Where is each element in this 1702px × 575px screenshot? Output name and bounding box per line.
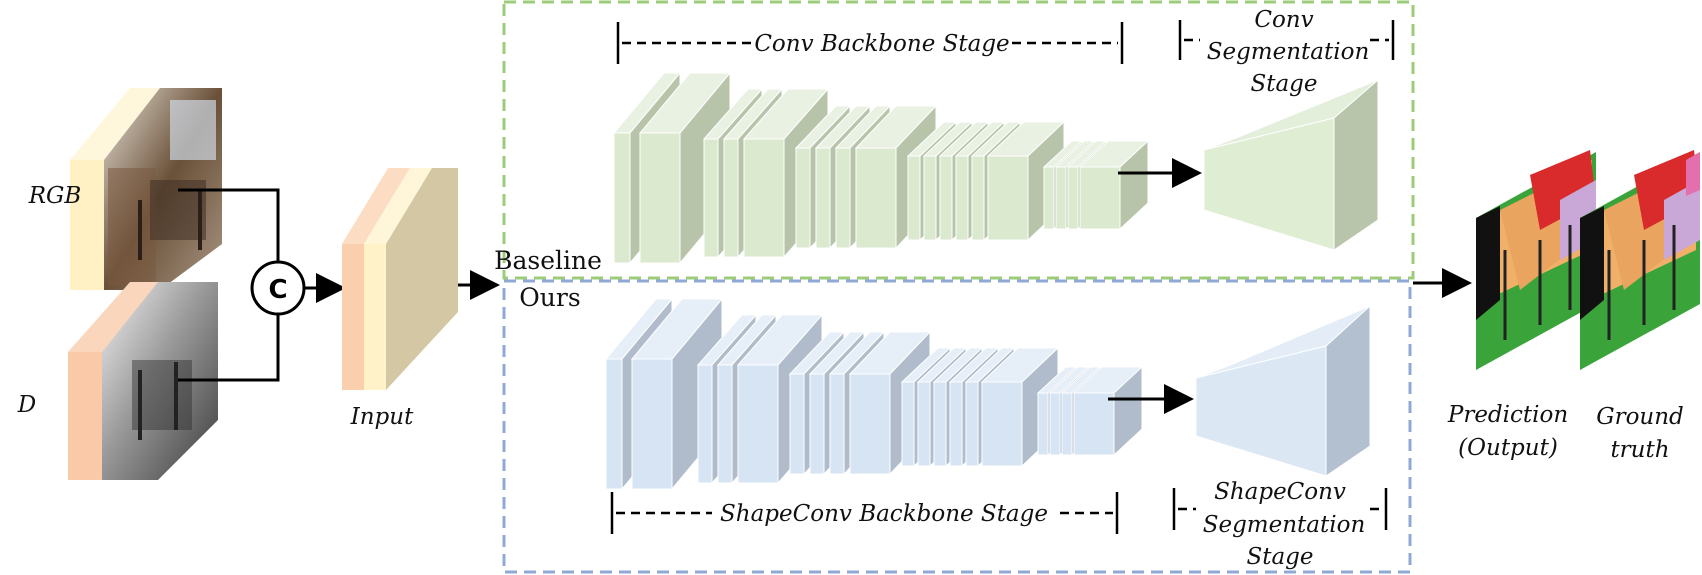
baseline-tag: Baseline bbox=[494, 246, 602, 275]
ground-truth-label-line2: truth bbox=[1610, 437, 1669, 463]
prediction-label-line2: (Output) bbox=[1458, 435, 1558, 461]
baseline-backbone-bracket bbox=[616, 22, 1124, 64]
input-tensor bbox=[342, 168, 458, 390]
baseline-seg-bracket bbox=[1178, 20, 1395, 60]
concat-connectors bbox=[178, 188, 280, 382]
baseline-backbone-label: Conv Backbone Stage bbox=[754, 31, 1009, 57]
concat-symbol: C bbox=[268, 275, 287, 305]
baseline-layer-18 bbox=[1078, 139, 1150, 231]
ours-layer-18 bbox=[1072, 365, 1144, 457]
ours-tag: Ours bbox=[519, 283, 580, 312]
ours-region bbox=[502, 279, 1412, 574]
ours-backbone-layers bbox=[604, 297, 1144, 491]
ours-backbone-label: ShapeConv Backbone Stage bbox=[720, 501, 1048, 527]
baseline-seg-label-line2: Segmentation bbox=[1207, 39, 1370, 65]
baseline-layer-1 bbox=[638, 71, 732, 265]
ground-truth-label-line1: Ground bbox=[1596, 404, 1684, 430]
input-label: Input bbox=[350, 404, 414, 430]
ours-seg-label-line2: Segmentation bbox=[1203, 512, 1366, 538]
rgb-label: RGB bbox=[28, 183, 82, 209]
prediction-label-line1: Prediction bbox=[1447, 402, 1568, 428]
ours-seg-label-line1: ShapeConv bbox=[1214, 479, 1346, 505]
ours-seg-head bbox=[1195, 304, 1371, 477]
baseline-seg-label-line3: Stage bbox=[1250, 71, 1317, 97]
baseline-region bbox=[502, 0, 1415, 280]
ours-seg-bracket bbox=[1172, 488, 1388, 530]
baseline-backbone-layers bbox=[612, 71, 1150, 265]
depth-image-block bbox=[68, 282, 218, 480]
baseline-seg-label-line1: Conv bbox=[1254, 7, 1313, 33]
depth-label: D bbox=[17, 392, 36, 418]
baseline-seg-head bbox=[1203, 78, 1379, 251]
ground-truth-image bbox=[1580, 150, 1700, 370]
ours-backbone-bracket bbox=[610, 492, 1119, 534]
ours-seg-label-line3: Stage bbox=[1246, 544, 1313, 570]
prediction-image bbox=[1476, 150, 1596, 370]
